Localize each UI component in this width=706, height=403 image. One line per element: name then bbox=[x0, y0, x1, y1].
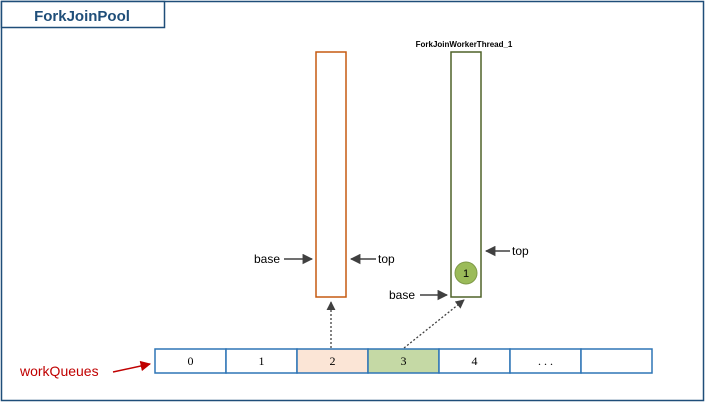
queue-0-box bbox=[315, 51, 347, 298]
queue-0-base-label: base bbox=[254, 252, 280, 266]
task-1-label: 1 bbox=[463, 268, 469, 280]
task-1-circle bbox=[454, 261, 478, 285]
queue-0: base top bbox=[254, 51, 395, 298]
work-queue-slot-4-label: 4 bbox=[472, 354, 478, 368]
work-queues-arrow bbox=[112, 360, 152, 373]
work-queue-slot-2-label: 2 bbox=[330, 354, 336, 368]
queue-1-thread-label: ForkJoinWorkerThread_1 bbox=[416, 40, 513, 49]
work-queue-slot-5-label: . . . bbox=[538, 354, 553, 368]
work-queues-label: workQueues bbox=[19, 363, 99, 379]
work-queues-array: 0 1 2 3 4 . . . bbox=[154, 348, 653, 374]
work-queue-slot-4 bbox=[438, 348, 511, 374]
queue-0-top-label: top bbox=[378, 252, 395, 266]
work-queue-slot-2 bbox=[296, 348, 369, 374]
queue-1: ForkJoinWorkerThread_1 1 top base bbox=[389, 40, 529, 302]
work-queue-slot-3-label: 3 bbox=[401, 354, 407, 368]
work-queue-slot-3 bbox=[367, 348, 440, 374]
work-queue-slot-1 bbox=[225, 348, 298, 374]
queue-1-box bbox=[450, 51, 482, 298]
queue-1-top-label: top bbox=[512, 244, 529, 258]
pool-title-box bbox=[0, 0, 166, 29]
work-queue-slot-0-label: 0 bbox=[188, 354, 194, 368]
queue-1-base-label: base bbox=[389, 288, 415, 302]
work-queue-slot-0 bbox=[154, 348, 227, 374]
work-queue-slot-1-label: 1 bbox=[259, 354, 265, 368]
work-queue-slot-6 bbox=[580, 348, 653, 374]
pool-title: ForkJoinPool bbox=[34, 8, 130, 25]
link-slot-3-to-queue-1 bbox=[403, 299, 465, 349]
